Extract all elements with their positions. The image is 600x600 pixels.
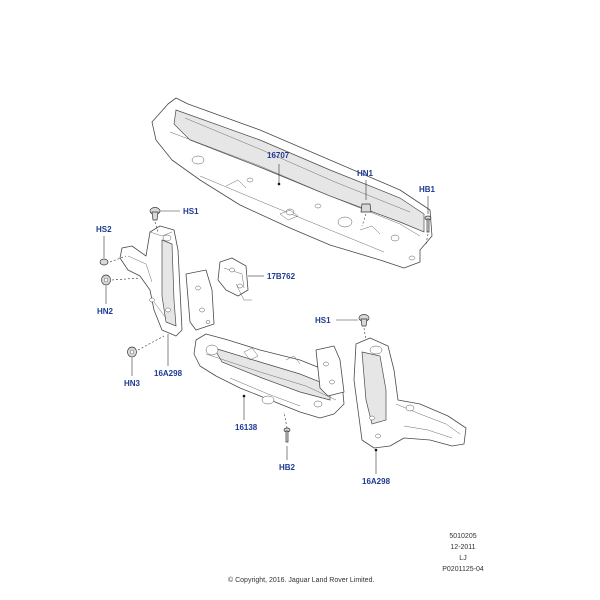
callout-hs1-left[interactable]: HS1 — [183, 207, 199, 216]
callout-hs2[interactable]: HS2 — [96, 225, 112, 234]
drawing-code: LJ — [459, 555, 467, 562]
callout-hs1-right[interactable]: HS1 — [315, 316, 331, 325]
fastener-hn2[interactable] — [101, 274, 111, 286]
drawing-number: 5010205 — [449, 533, 477, 540]
callout-16707[interactable]: 16707 — [267, 151, 290, 160]
assembly-lines — [109, 213, 429, 429]
fastener-hs2[interactable] — [99, 258, 109, 266]
fastener-hb1[interactable] — [424, 215, 432, 233]
callout-16a298-left[interactable]: 16A298 — [154, 369, 183, 378]
drawing-reference: P0201125-04 — [442, 566, 484, 573]
left-bracket-16a298[interactable] — [119, 225, 183, 337]
drawing-date: 12-2011 — [450, 544, 476, 551]
callout-hn1[interactable]: HN1 — [357, 169, 374, 178]
upper-crossmember-16707[interactable] — [151, 97, 433, 269]
fastener-hs1-left[interactable] — [149, 207, 161, 221]
fastener-hs1-right[interactable] — [358, 314, 370, 327]
right-bracket-16a298[interactable] — [353, 337, 467, 449]
fastener-hn1[interactable] — [360, 203, 372, 213]
fastener-hb2[interactable] — [283, 427, 291, 443]
leader-lines — [103, 164, 429, 474]
callout-hn3[interactable]: HN3 — [124, 379, 141, 388]
callout-16138[interactable]: 16138 — [235, 423, 258, 432]
lower-crossmember-16138[interactable] — [193, 333, 345, 419]
right-vertical-plate — [315, 345, 345, 397]
left-vertical-plate — [185, 269, 215, 331]
callout-hb2[interactable]: HB2 — [279, 463, 296, 472]
fastener-hn3[interactable] — [127, 346, 137, 358]
copyright-notice: © Copyright, 2016. Jaguar Land Rover Lim… — [228, 577, 375, 584]
mounting-bracket-17b762[interactable] — [217, 257, 252, 301]
callout-hb1[interactable]: HB1 — [419, 185, 436, 194]
callout-hn2[interactable]: HN2 — [97, 307, 114, 316]
callout-16a298-right[interactable]: 16A298 — [362, 477, 391, 486]
callout-17b762[interactable]: 17B762 — [267, 272, 296, 281]
